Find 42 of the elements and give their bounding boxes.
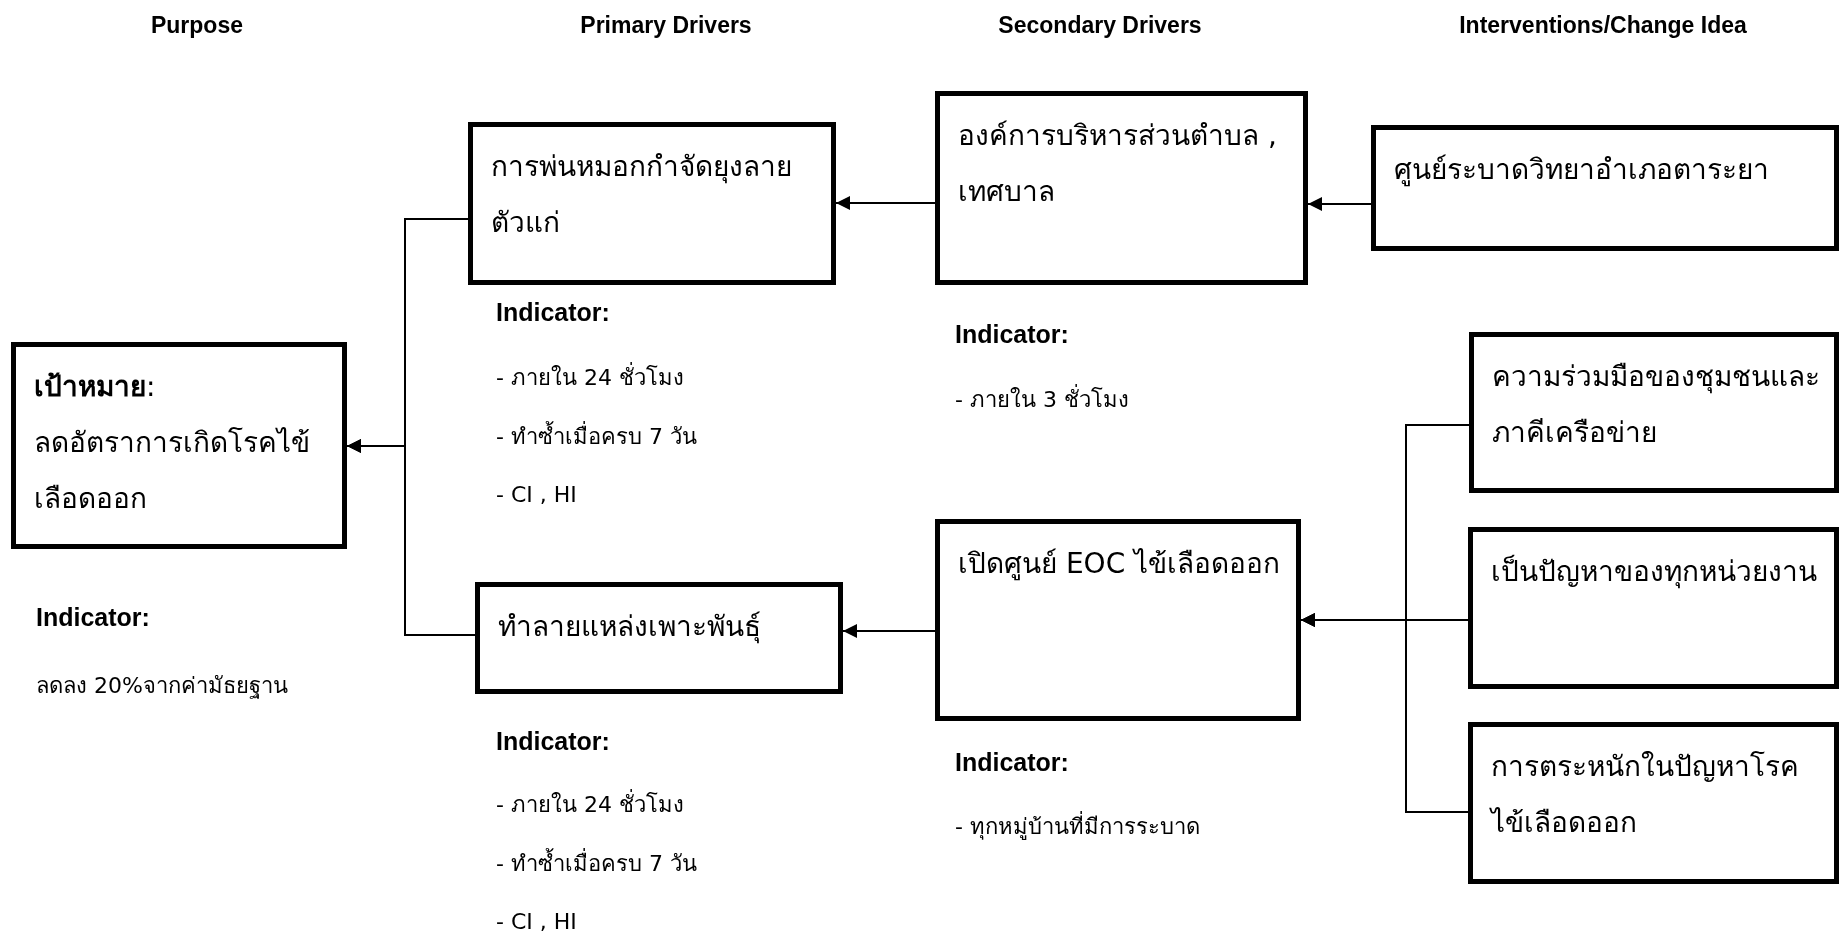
indicator-text: - CI , HI <box>496 482 577 507</box>
arrow <box>842 624 936 638</box>
arrow <box>1307 197 1372 211</box>
indicator-heading: Indicator: <box>496 727 610 756</box>
box-text: องค์การบริหารส่วนตำบล , เทศบาล <box>958 118 1278 210</box>
indicator-text: - ทุกหมู่บ้านที่มีการระบาด <box>955 809 1200 844</box>
box-text: ลดอัตราการเกิดโรคไข้เลือดออก <box>34 425 311 517</box>
box-text: ศูนย์ระบาดวิทยาอำเภอตาระยา <box>1394 152 1770 189</box>
driver-box <box>1371 125 1839 251</box>
indicator-text: - ทำซ้ำเมื่อครบ 7 วัน <box>496 419 697 454</box>
indicator-text: - ภายใน 24 ชั่วโมง <box>496 787 684 822</box>
column-heading: Primary Drivers <box>580 12 752 39</box>
box-heading: เป้าหมาย: <box>34 369 157 405</box>
box-text: เปิดศูนย์ EOC ไข้เลือดออก <box>958 546 1282 583</box>
arrow <box>346 439 476 636</box>
indicator-text: ลดลง 20%จากค่ามัธยฐาน <box>36 672 288 701</box>
driver-box <box>1469 332 1839 493</box>
box-text: ทำลายแหล่งเพาะพันธุ์ <box>498 609 762 646</box>
indicator-heading: Indicator: <box>955 320 1069 349</box>
driver-box <box>475 582 843 694</box>
indicator-heading: Indicator: <box>955 748 1069 777</box>
driver-box <box>935 519 1301 721</box>
indicator-text: - ทำซ้ำเมื่อครบ 7 วัน <box>496 846 697 881</box>
indicator-heading: Indicator: <box>36 603 150 632</box>
indicator-heading: Indicator: <box>496 298 610 327</box>
box-text: การตระหนักในปัญหาโรคไข้เลือดออก <box>1491 749 1800 841</box>
box-text: การพ่นหมอกกำจัดยุงลายตัวแก่ <box>491 149 793 241</box>
indicator-text: - CI , HI <box>496 909 577 934</box>
goal-box <box>11 342 347 549</box>
column-heading: Purpose <box>151 12 243 39</box>
column-heading: Secondary Drivers <box>998 12 1202 39</box>
driver-box <box>1468 722 1839 884</box>
box-text: เป็นปัญหาของทุกหน่วยงาน <box>1491 553 1818 591</box>
indicator-text: - ภายใน 3 ชั่วโมง <box>955 382 1129 417</box>
driver-box <box>468 122 836 285</box>
column-heading: Interventions/Change Idea <box>1459 12 1747 39</box>
driver-box <box>1468 527 1839 689</box>
arrow <box>835 196 936 210</box>
arrow <box>1300 613 1469 813</box>
indicator-text: - ภายใน 24 ชั่วโมง <box>496 360 684 395</box>
driver-box <box>935 91 1308 285</box>
box-text: ความร่วมมือของชุมชนและภาคีเครือข่าย <box>1492 359 1820 451</box>
